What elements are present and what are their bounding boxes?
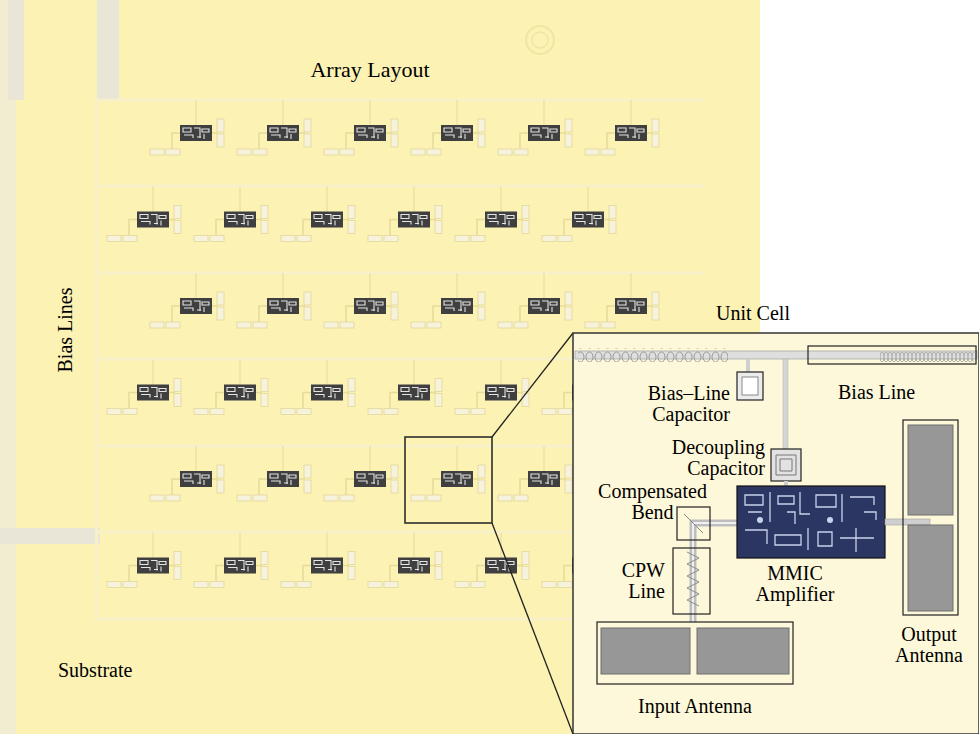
bias-line bbox=[95, 272, 705, 275]
unit-cell bbox=[107, 360, 181, 415]
cpw-frame bbox=[673, 548, 710, 614]
chip-pad bbox=[757, 517, 763, 523]
unit-cell-inset: Unit Cell bbox=[573, 333, 979, 734]
compensated-bend bbox=[677, 507, 710, 540]
bias-line-strip bbox=[97, 0, 119, 100]
zoom-frame bbox=[405, 437, 492, 523]
bias-lines-label: Bias Lines bbox=[55, 288, 76, 373]
bias-feed bbox=[783, 359, 788, 449]
unit-cell bbox=[107, 533, 181, 588]
input-antenna-frame bbox=[597, 622, 793, 684]
unit-cell bbox=[150, 446, 224, 501]
bias-line-strip bbox=[0, 528, 100, 544]
bend-miter bbox=[684, 514, 703, 533]
chip-pattern bbox=[745, 492, 876, 552]
part-label: Decoupling Capacitor bbox=[620, 437, 765, 479]
unit-cell bbox=[237, 100, 311, 155]
bias-line-strip bbox=[8, 0, 24, 100]
array-title: Array Layout bbox=[255, 58, 485, 82]
unit-cell bbox=[411, 100, 485, 155]
unit-cell bbox=[150, 100, 224, 155]
logo-mark bbox=[526, 26, 554, 54]
capacitor-plate bbox=[776, 455, 796, 475]
substrate-region: Array LayoutBias LinesSubstrate bbox=[0, 0, 760, 734]
capacitor-plate bbox=[742, 377, 758, 395]
bias-line bbox=[95, 185, 705, 188]
part-label: Input Antenna bbox=[595, 696, 795, 717]
unit-cell bbox=[107, 187, 181, 242]
logo-mark bbox=[532, 32, 548, 48]
bias-line-strip bbox=[0, 0, 16, 734]
unit-cell bbox=[281, 533, 355, 588]
output-feed bbox=[885, 519, 930, 525]
unit-cell bbox=[194, 360, 268, 415]
unit-cell bbox=[498, 100, 572, 155]
bias-line-coil bbox=[578, 348, 728, 362]
zoom-line bbox=[492, 523, 573, 734]
bias-line bbox=[95, 99, 705, 102]
unit-cell bbox=[455, 360, 529, 415]
output-antenna bbox=[908, 425, 953, 515]
bias-line-coil bbox=[880, 348, 974, 362]
unit-cell bbox=[237, 446, 311, 501]
output-antenna bbox=[908, 525, 953, 611]
unit-cell bbox=[150, 273, 224, 328]
unit-cell bbox=[368, 187, 442, 242]
part-label: MMIC Amplifier bbox=[745, 563, 845, 605]
chip-pad bbox=[827, 517, 833, 523]
part-label: CPW Line bbox=[598, 560, 665, 602]
zoom-line bbox=[492, 333, 573, 437]
output-antenna-frame bbox=[903, 420, 958, 615]
input-antenna bbox=[601, 628, 690, 674]
unit-cell bbox=[455, 187, 529, 242]
cpw-center bbox=[693, 523, 737, 622]
bias-line-capacitor bbox=[737, 372, 763, 400]
mmic-amplifier bbox=[737, 486, 885, 558]
bias-line-frame bbox=[808, 346, 976, 364]
cap-feed bbox=[746, 359, 750, 372]
cpw-pattern bbox=[687, 552, 699, 606]
cpw-line bbox=[693, 523, 737, 622]
unit-cell bbox=[237, 273, 311, 328]
inset-panel bbox=[573, 333, 979, 734]
unit-cell bbox=[324, 100, 398, 155]
part-label: Output Antenna bbox=[880, 624, 978, 666]
unit-cell bbox=[194, 533, 268, 588]
decoupling-capacitor bbox=[771, 449, 801, 481]
unit-cell bbox=[281, 360, 355, 415]
unit-cell bbox=[542, 187, 616, 242]
part-label: Compensated Bend bbox=[580, 481, 725, 523]
inset-title: Unit Cell bbox=[683, 303, 823, 324]
unit-cell bbox=[411, 446, 485, 501]
substrate-label: Substrate bbox=[58, 660, 198, 681]
unit-cell bbox=[281, 187, 355, 242]
unit-cell bbox=[411, 273, 485, 328]
part-label: Bias Line bbox=[838, 382, 968, 403]
unit-cell bbox=[498, 273, 572, 328]
unit-cell bbox=[368, 360, 442, 415]
unit-cell bbox=[585, 100, 659, 155]
unit-cell bbox=[368, 533, 442, 588]
input-antenna bbox=[697, 628, 789, 674]
unit-cell bbox=[324, 273, 398, 328]
unit-cell bbox=[324, 446, 398, 501]
unit-cell bbox=[498, 446, 572, 501]
part-label: Bias–Line Capacitor bbox=[600, 383, 730, 425]
unit-cell bbox=[585, 273, 659, 328]
unit-cell bbox=[455, 533, 529, 588]
unit-cell bbox=[194, 187, 268, 242]
